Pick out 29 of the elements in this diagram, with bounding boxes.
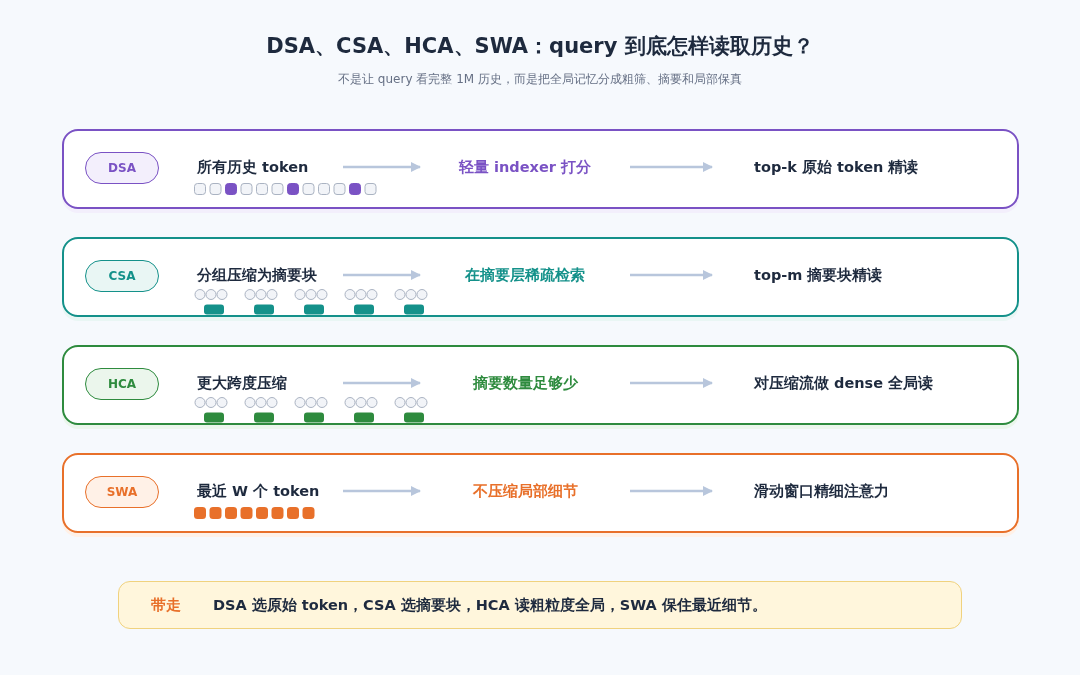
output-label: top-m 摘要块精读	[712, 265, 1012, 285]
arrow	[630, 378, 713, 388]
arrow	[630, 486, 713, 496]
takeaway-box	[118, 581, 962, 629]
arrow	[630, 270, 713, 280]
input-label: 分组压缩为摘要块	[197, 265, 343, 285]
method-badge: CSA	[85, 260, 159, 292]
method-badge: DSA	[85, 152, 159, 184]
stage-label: 在摘要层稀疏检索	[420, 265, 630, 285]
takeaway-tag: 带走	[151, 596, 181, 615]
method-badge: HCA	[85, 368, 159, 400]
output-label: 对压缩流做 dense 全局读	[712, 373, 1012, 393]
arrow	[630, 162, 713, 172]
takeaway-text: DSA 选原始 token，CSA 选摘要块，HCA 读粗粒度全局，SWA 保住最近细节。	[213, 596, 767, 615]
output-label: top-k 原始 token 精读	[712, 157, 1012, 177]
stage-label: 不压缩局部细节	[420, 481, 630, 501]
input-label: 更大跨度压缩	[197, 373, 343, 393]
arrow	[343, 162, 421, 172]
stage-label: 摘要数量足够少	[420, 373, 630, 393]
stage-label: 轻量 indexer 打分	[420, 157, 630, 177]
arrow	[343, 486, 421, 496]
diagram-title: DSA、CSA、HCA、SWA：query 到底怎样读取历史？	[265, 33, 815, 60]
subtitle: 不是让 query 看完整 1M 历史，而是把全局记忆分成粗筛、摘要和局部保真	[337, 71, 743, 88]
output-label: 滑动窗口精细注意力	[712, 481, 1012, 501]
arrow	[343, 270, 421, 280]
method-badge: SWA	[85, 476, 159, 508]
arrow	[343, 378, 421, 388]
input-label: 所有历史 token	[197, 157, 343, 177]
input-label: 最近 W 个 token	[197, 481, 343, 501]
